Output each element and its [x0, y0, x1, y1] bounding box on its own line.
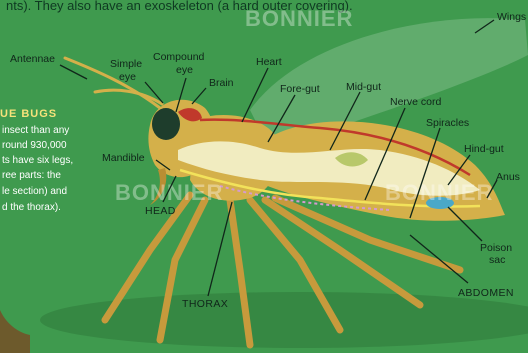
label-thorax: THORAX: [182, 298, 228, 310]
label-nerve-cord: Nerve cord: [390, 96, 442, 108]
label-abdomen: ABDOMEN: [458, 287, 514, 299]
sidebar-line: round 930,000: [2, 140, 67, 151]
label-poison-sac-line2: sac: [489, 254, 505, 266]
label-poison-sac-line1: Poison: [480, 242, 512, 254]
label-simple-eye-line2: eye: [119, 71, 136, 83]
label-brain: Brain: [209, 77, 234, 89]
sidebar-line: ts have six legs,: [2, 155, 73, 166]
label-compound-eye-line2: eye: [176, 64, 193, 76]
watermark: BONNIER: [115, 180, 223, 205]
label-simple-eye-line1: Simple: [110, 58, 142, 70]
label-antennae: Antennae: [10, 53, 55, 65]
label-mid-gut: Mid-gut: [346, 81, 381, 93]
label-wings: Wings: [497, 11, 526, 23]
label-fore-gut: Fore-gut: [280, 83, 320, 95]
label-spiracles: Spiracles: [426, 117, 469, 129]
sidebar-heading: UE BUGS: [0, 108, 57, 120]
sidebar-line: le section) and: [2, 186, 67, 197]
sidebar-line: d the thorax).: [2, 202, 61, 213]
label-anus: Anus: [496, 171, 520, 183]
sidebar-line: ree parts: the: [2, 170, 61, 181]
label-compound-eye-line1: Compound: [153, 51, 205, 63]
label-mandible: Mandible: [102, 152, 145, 164]
label-heart: Heart: [256, 56, 282, 68]
compound-eye-shape: [152, 108, 180, 140]
label-head: HEAD: [145, 205, 176, 217]
label-hind-gut: Hind-gut: [464, 143, 504, 155]
watermark: BONNIER: [385, 180, 493, 205]
sidebar-line: insect than any: [2, 125, 69, 136]
watermark: BONNIER: [245, 6, 353, 31]
